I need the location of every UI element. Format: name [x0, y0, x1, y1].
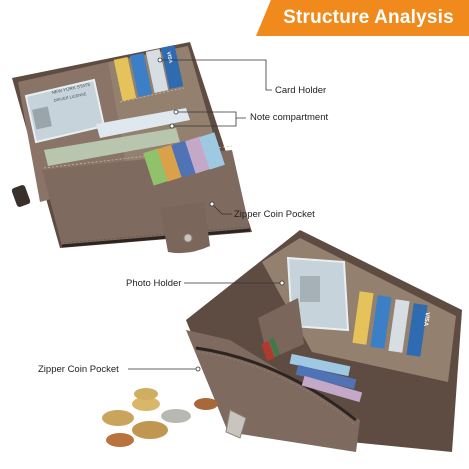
card-slot: [145, 49, 169, 93]
section-banner: Structure Analysis: [256, 0, 469, 36]
snap-tab-top: [160, 202, 210, 254]
leader-dot: [169, 123, 175, 129]
banknote: [96, 108, 190, 138]
fan-card: [199, 132, 225, 170]
visa-card-label-bottom: VISA: [422, 312, 430, 327]
brand-tab-stripe: [261, 341, 275, 361]
wallet-top: NEW YORK STATE DRIVER LICENSE VISA: [11, 42, 252, 254]
callout-photo-holder: Photo Holder: [126, 278, 182, 289]
pocket-card: [289, 353, 351, 377]
card-slot: [160, 45, 184, 89]
card-holder-bottom: VISA: [352, 291, 430, 357]
card-slot: [406, 303, 428, 357]
callout-lines: [128, 57, 285, 372]
coins: [102, 388, 218, 447]
leader-note-compartment: [176, 111, 246, 119]
pocket-card: [295, 364, 357, 390]
coin: [102, 410, 134, 426]
wallet-bottom: VISA: [186, 230, 462, 452]
leader-dot: [195, 366, 201, 372]
photo-holder-image: [300, 276, 320, 302]
brand-tab-stripe-2: [269, 337, 280, 357]
fan-card: [143, 148, 169, 186]
snap-button-top: [183, 233, 193, 243]
coin: [161, 409, 191, 423]
card-holder-top: VISA: [113, 45, 185, 103]
leader-zipper-coin-pocket-top: [211, 203, 232, 215]
coin: [134, 388, 158, 400]
pocket-card: [301, 375, 363, 403]
callout-zipper-coin-pocket-bottom: Zipper Coin Pocket: [38, 364, 119, 375]
zipper-pull-bottom: [225, 409, 247, 439]
fan-card: [157, 144, 183, 182]
visa-card-label: VISA: [165, 51, 173, 64]
leader-card-holder: [160, 59, 272, 91]
card-slot: [352, 291, 374, 345]
license-label-text: DRIVER LICENSE: [53, 91, 87, 103]
leader-dot: [279, 280, 285, 286]
card-slot: [113, 57, 137, 101]
card-slot-stitch: [119, 87, 185, 103]
callout-card-holder: Card Holder: [275, 85, 327, 96]
wallet-top-zipper: [61, 228, 251, 248]
card-slot: [370, 295, 392, 349]
card-slot: [129, 53, 153, 97]
banknote: [44, 128, 180, 166]
coin: [132, 421, 168, 439]
zipper-pull-top: [11, 185, 31, 207]
card-slot: [388, 299, 410, 353]
fan-card: [185, 136, 211, 174]
coin: [194, 398, 218, 410]
fan-card: [171, 140, 197, 178]
leader-note-compartment-2: [172, 118, 237, 127]
coin: [106, 433, 134, 447]
callout-zipper-coin-pocket-top: Zipper Coin Pocket: [234, 209, 315, 220]
wallet-top-zipper-teeth: [63, 226, 249, 244]
leader-dot: [157, 57, 163, 63]
leader-dot: [209, 201, 215, 207]
license-photo: [32, 106, 52, 130]
front-card-fan-top: [143, 132, 225, 186]
coin: [132, 397, 160, 411]
leader-dot: [173, 109, 179, 115]
callout-note-compartment: Note compartment: [250, 112, 329, 123]
banner-title: Structure Analysis: [283, 7, 454, 28]
zipper-coin-pocket-opening: [195, 346, 357, 422]
